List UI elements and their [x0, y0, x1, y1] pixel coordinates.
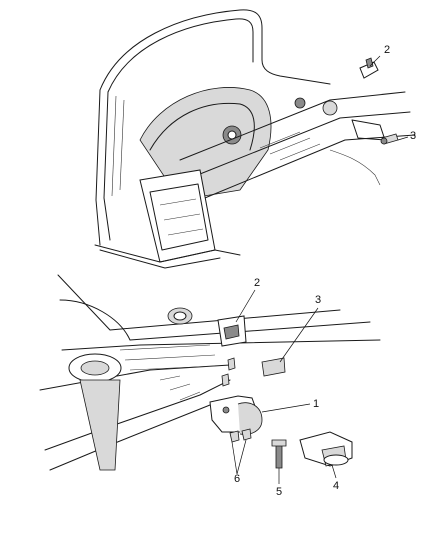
callout-bottom-4: 4 — [333, 480, 340, 492]
callout-top-3: 3 — [410, 130, 417, 142]
callout-bottom-2: 2 — [254, 277, 261, 289]
callout-bottom-5: 5 — [276, 486, 283, 498]
top-fender-assembly-view — [94, 9, 416, 269]
callout-top-2: 2 — [384, 44, 391, 56]
callout-bottom-3: 3 — [315, 294, 322, 306]
bottom-frame-assembly-view — [39, 274, 381, 471]
leader-lines — [231, 55, 409, 484]
callout-bottom-1: 1 — [313, 398, 320, 410]
callout-bottom-6: 6 — [234, 473, 241, 485]
